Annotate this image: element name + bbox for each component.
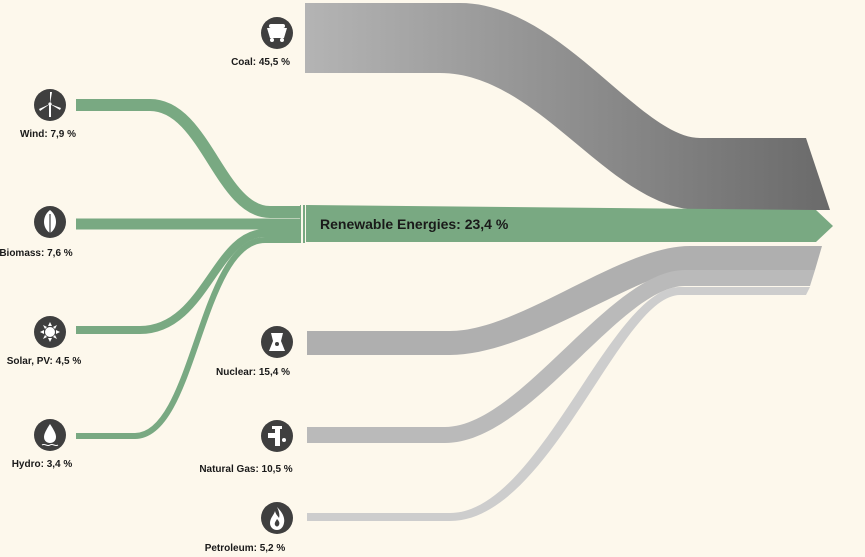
natural-gas-label: Natural Gas: 10,5 % bbox=[199, 464, 292, 475]
biomass-label: Biomass: 7,6 % bbox=[0, 248, 73, 259]
solar-label: Solar, PV: 4,5 % bbox=[7, 356, 82, 367]
wind-label: Wind: 7,9 % bbox=[20, 129, 76, 140]
renewable-total-label: Renewable Energies: 23,4 % bbox=[320, 216, 509, 232]
coal-node: Coal: 45,5 % bbox=[231, 17, 293, 68]
nuclear-flow bbox=[307, 246, 822, 355]
renewable-subflows bbox=[76, 99, 305, 439]
renewable-total-bar bbox=[306, 205, 833, 242]
flame-icon bbox=[270, 507, 285, 530]
nuclear-node: Nuclear: 15,4 % bbox=[216, 326, 293, 378]
natural-gas-flow bbox=[307, 270, 815, 443]
wind-node: Wind: 7,9 % bbox=[20, 89, 76, 140]
hydro-label: Hydro: 3,4 % bbox=[12, 459, 73, 470]
water-drop-icon bbox=[41, 424, 59, 447]
wind-turbine-icon bbox=[39, 92, 61, 117]
leaf-icon bbox=[44, 210, 56, 236]
nuclear-plant-icon bbox=[269, 333, 285, 351]
hydro-flow bbox=[76, 237, 305, 439]
petroleum-label: Petroleum: 5,2 % bbox=[205, 543, 286, 554]
biomass-node: Biomass: 7,6 % bbox=[0, 206, 73, 259]
natural-gas-node: Natural Gas: 10,5 % bbox=[199, 420, 293, 475]
coal-flow bbox=[305, 3, 830, 210]
petroleum-node: Petroleum: 5,2 % bbox=[205, 502, 293, 554]
solar-node: Solar, PV: 4,5 % bbox=[7, 316, 82, 367]
wind-flow bbox=[76, 99, 305, 218]
nuclear-label: Nuclear: 15,4 % bbox=[216, 367, 290, 378]
gas-valve-icon bbox=[268, 426, 286, 446]
coal-label: Coal: 45,5 % bbox=[231, 57, 290, 68]
sun-icon bbox=[40, 322, 60, 342]
solar-flow bbox=[76, 229, 305, 334]
hydro-node: Hydro: 3,4 % bbox=[12, 419, 73, 470]
coal-wagon-icon bbox=[267, 24, 287, 42]
